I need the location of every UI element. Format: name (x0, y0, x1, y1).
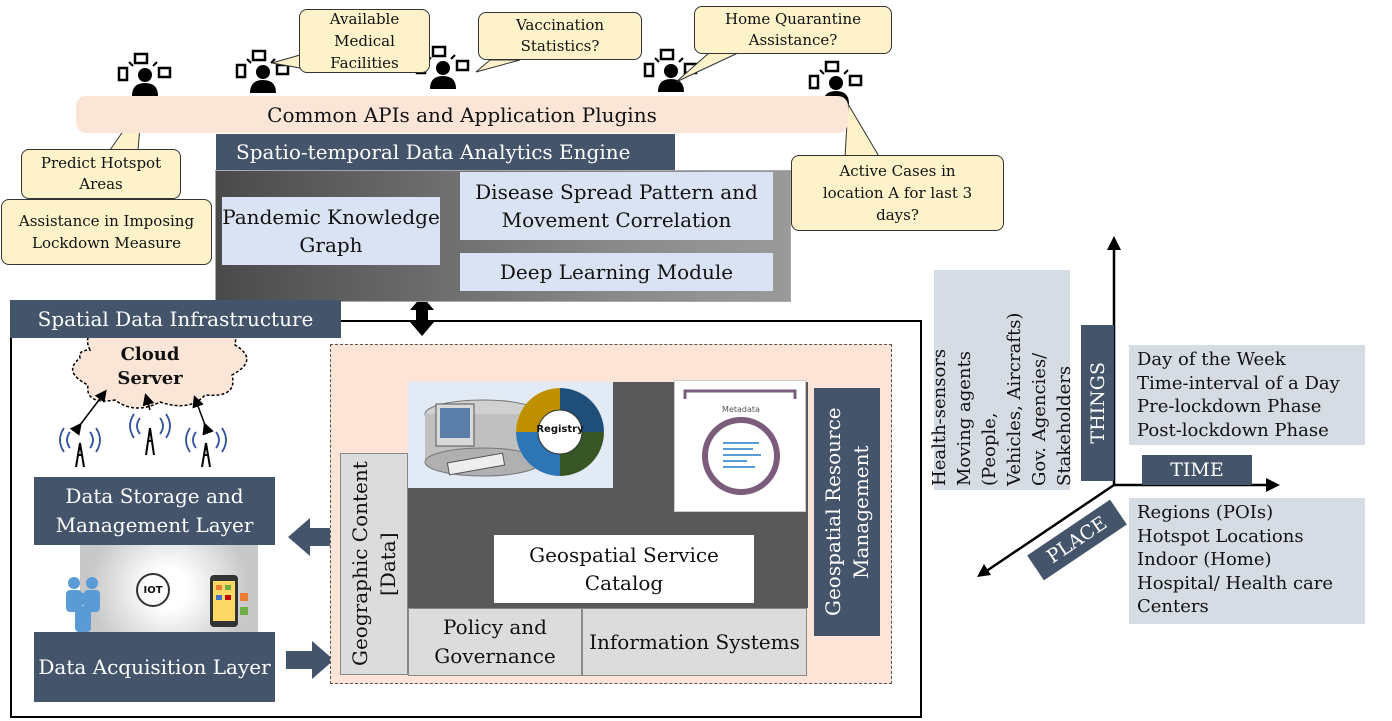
disease-spread-text: Disease Spread Pattern and Movement Corr… (475, 180, 758, 232)
antenna-icon (75, 427, 211, 468)
active-cases-text: Active Cases in location A for last 3 da… (822, 162, 973, 224)
knowledge-graph-box: Pandemic Knowledge Graph (222, 197, 440, 265)
cloud-label: Cloud Server (100, 343, 200, 393)
policy-text: Policy and Governance (434, 615, 556, 668)
medical-bubble: Available Medical Facilities (299, 9, 430, 73)
disease-spread-box: Disease Spread Pattern and Movement Corr… (460, 172, 773, 240)
metadata-icon (683, 389, 797, 495)
time-text: TIME (1170, 459, 1224, 481)
iot-collage: IOT (66, 545, 258, 632)
place-list-box: Regions (POIs) Hotspot Locations Indoor … (1129, 498, 1365, 624)
policy-box: Policy and Governance (408, 608, 582, 676)
sdi-title: Spatial Data Infrastructure (10, 300, 341, 338)
deep-learning-text: Deep Learning Module (499, 260, 734, 284)
service-catalog-text: Geospatial Service Catalog (529, 543, 719, 595)
people-icon (66, 577, 100, 632)
place-item: Regions (POIs) (1137, 502, 1274, 523)
engine-title: Spatio-temporal Data Analytics Engine (216, 134, 675, 170)
sdi-title-text: Spatial Data Infrastructure (37, 307, 314, 331)
vaccination-text: Vaccination Statistics? (515, 16, 605, 55)
knowledge-graph-text: Pandemic Knowledge Graph (222, 205, 440, 257)
things-axis-label: THINGS (1081, 325, 1114, 481)
things-item: Vehicles, Aircrafts) (1004, 312, 1025, 486)
registry-text: Registry (536, 424, 584, 435)
engine-title-text: Spatio-temporal Data Analytics Engine (236, 140, 631, 164)
things-item: Moving agents (People, (954, 351, 1000, 486)
things-list-box: Health-sensors Moving agents (People, Ve… (929, 270, 1075, 490)
user-icon (117, 52, 172, 98)
sdi-frame (10, 320, 922, 718)
geographic-content-text: Geographic Content [Data] (348, 461, 400, 667)
place-item: Hospital/ Health care (1137, 572, 1334, 594)
place-item: Indoor (Home) (1137, 549, 1272, 570)
storage-layer-box: Data Storage and Management Layer (34, 477, 275, 545)
quarantine-text: Home Quarantine Assistance? (724, 10, 862, 49)
iot-icon: IOT (136, 573, 170, 607)
metadata-image: Metadata (674, 380, 806, 512)
database-icon (424, 388, 604, 477)
apis-bar-label: Common APIs and Application Plugins (267, 102, 657, 127)
smartphone-icon (210, 575, 248, 627)
place-item: Hotspot Locations (1137, 525, 1304, 547)
geographic-content-box: Geographic Content [Data] (340, 453, 408, 675)
resource-mgmt-text: Geospatial Resource Management (821, 407, 873, 617)
acquisition-layer-text: Data Acquisition Layer (38, 654, 271, 679)
vaccination-bubble: Vaccination Statistics? (478, 12, 642, 60)
lockdown-bubble: Assistance in Imposing Lockdown Measure (1, 199, 212, 265)
things-item: Stakeholders (1054, 365, 1075, 486)
hotspot-text: Predict Hotspot Areas (40, 154, 162, 193)
user-icon (235, 49, 290, 95)
metadata-label: Metadata (711, 405, 771, 414)
info-systems-text: Information Systems (589, 629, 800, 654)
deep-learning-box: Deep Learning Module (460, 253, 773, 291)
things-item: Health-sensors (929, 348, 950, 486)
resource-mgmt-box: Geospatial Resource Management (814, 388, 880, 636)
hotspot-bubble: Predict Hotspot Areas (21, 149, 181, 199)
place-item: Centers (1137, 596, 1209, 617)
things-list: Health-sensors Moving agents (People, Ve… (929, 270, 1075, 490)
cloud-text: Cloud Server (117, 344, 183, 389)
time-item: Post-lockdown Phase (1137, 419, 1329, 441)
time-item: Day of the Week (1137, 349, 1286, 370)
time-axis-label: TIME (1142, 455, 1252, 485)
acquisition-layer-box: Data Acquisition Layer (34, 632, 275, 702)
things-text: THINGS (1086, 362, 1109, 444)
storage-layer-text: Data Storage and Management Layer (55, 484, 254, 537)
active-cases-bubble: Active Cases in location A for last 3 da… (791, 155, 1004, 231)
time-list-box: Day of the Week Time-interval of a Day P… (1129, 345, 1365, 445)
info-systems-box: Information Systems (582, 608, 807, 676)
metadata-text: Metadata (722, 405, 760, 414)
lockdown-text: Assistance in Imposing Lockdown Measure (18, 212, 195, 252)
quarantine-bubble: Home Quarantine Assistance? (694, 6, 892, 54)
time-item: Pre-lockdown Phase (1137, 396, 1322, 417)
medical-text: Available Medical Facilities (329, 10, 400, 72)
things-item: Gov. Agencies/ (1029, 352, 1050, 486)
service-catalog-box: Geospatial Service Catalog (494, 535, 754, 603)
time-item: Time-interval of a Day (1137, 372, 1340, 394)
apis-bar: Common APIs and Application Plugins (76, 96, 848, 133)
iot-text: IOT (143, 584, 163, 596)
registry-label: Registry (536, 424, 584, 435)
registry-image: Registry (408, 382, 613, 488)
